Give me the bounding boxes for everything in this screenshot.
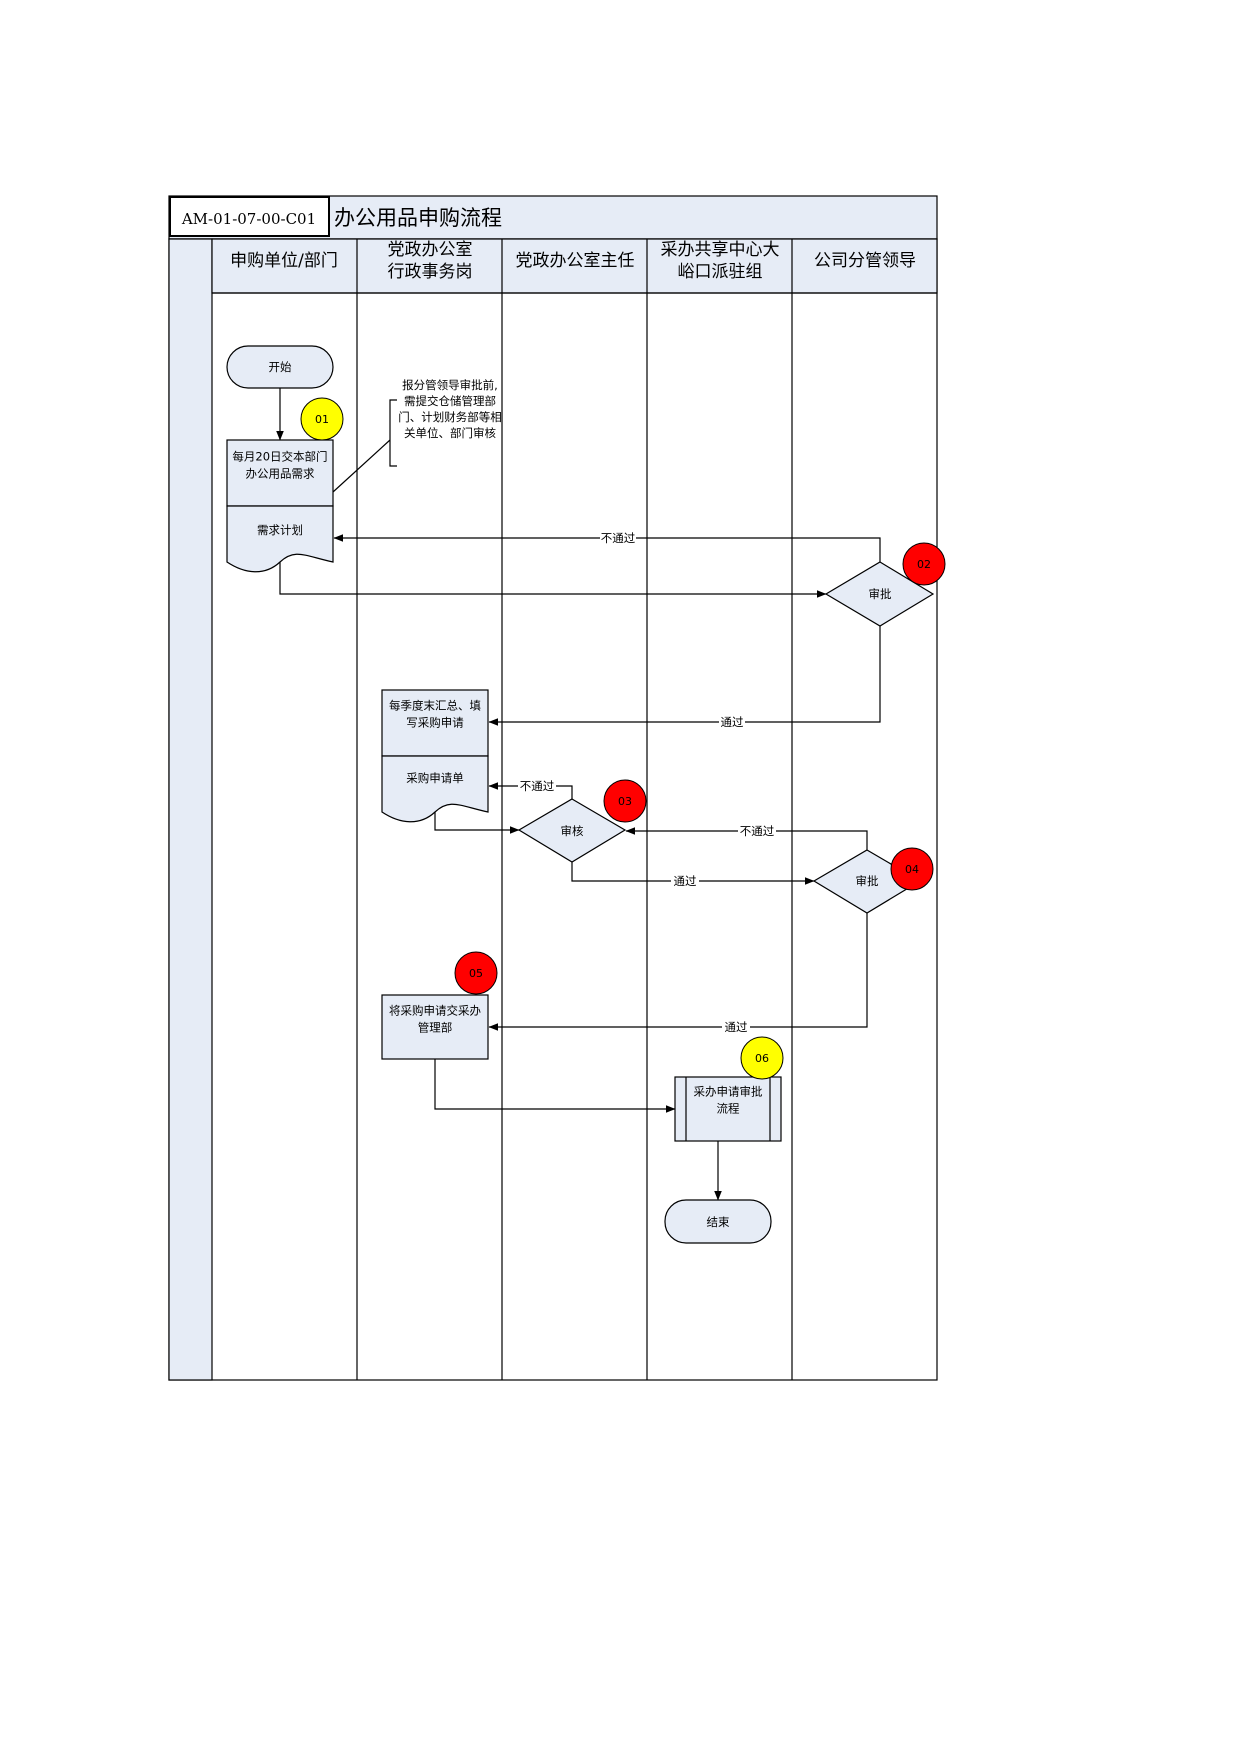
start-label: 开始 bbox=[269, 360, 292, 374]
label-pass-3: 通过 bbox=[725, 1020, 748, 1034]
demand-plan-document bbox=[226, 505, 334, 573]
svg-text:06: 06 bbox=[755, 1052, 769, 1065]
page-title: 办公用品申购流程 bbox=[334, 206, 502, 230]
edge-pass-to-summary bbox=[488, 626, 881, 726]
label-reject-3: 不通过 bbox=[740, 824, 775, 838]
procurement-subprocess-label: 采办申请审批流程 bbox=[694, 1085, 763, 1116]
lane-title-office-director: 党政办公室主任 bbox=[516, 251, 635, 271]
edge-plan-to-approve bbox=[279, 562, 827, 598]
svg-text:04: 04 bbox=[905, 863, 919, 876]
flowchart: AM-01-07-00-C01 办公用品申购流程 申购单位/部门 党政办公室行政… bbox=[168, 195, 946, 1381]
label-reject-1: 不通过 bbox=[601, 531, 636, 545]
step-badge-02: 02 bbox=[902, 542, 946, 586]
svg-text:01: 01 bbox=[315, 413, 329, 426]
lane-titles: 申购单位/部门 党政办公室行政事务岗 党政办公室主任 采办共享中心大峪口派驻组 … bbox=[230, 240, 916, 282]
submit-demand-process bbox=[226, 439, 334, 507]
label-pass-1: 通过 bbox=[721, 715, 744, 729]
connectors bbox=[276, 388, 881, 1201]
code-box bbox=[169, 196, 330, 237]
svg-text:05: 05 bbox=[469, 967, 483, 980]
label-pass-2: 通过 bbox=[674, 874, 697, 888]
edge-form-to-review bbox=[434, 812, 520, 834]
end-label: 结束 bbox=[707, 1215, 730, 1229]
edge-approve2-pass-to-submit bbox=[488, 913, 868, 1031]
quarterly-summary-label: 每季度末汇总、填写采购申请 bbox=[389, 699, 481, 730]
edge-reject-to-plan bbox=[333, 534, 881, 562]
edge-approve2-reject-to-review bbox=[625, 827, 868, 850]
side-band bbox=[168, 238, 213, 1381]
svg-text:02: 02 bbox=[917, 558, 931, 571]
step-badge-04: 04 bbox=[890, 847, 934, 891]
annotation-note: 报分管领导审批前,需提交仓储管理部门、计划财务部等相关单位、部门审核 bbox=[398, 378, 502, 440]
edge-annotation-leader bbox=[332, 439, 391, 493]
header: AM-01-07-00-C01 办公用品申购流程 bbox=[169, 196, 502, 237]
demand-plan-label: 需求计划 bbox=[257, 523, 303, 537]
quarterly-summary-process bbox=[381, 689, 489, 757]
purchase-form-document bbox=[381, 755, 489, 823]
lane-title-company-leader: 公司分管领导 bbox=[814, 251, 916, 271]
edge-labels: 不通过 通过 不通过 不通过 通过 通过 bbox=[518, 530, 776, 1035]
submit-demand-label: 每月20日交本部门办公用品需求 bbox=[232, 450, 327, 481]
edge-submit-to-subprocess bbox=[434, 1059, 676, 1113]
end-terminator bbox=[664, 1199, 772, 1244]
director-review-decision bbox=[517, 798, 627, 863]
director-review-label: 审核 bbox=[561, 824, 584, 838]
purchase-form-label: 采购申请单 bbox=[406, 771, 464, 785]
lane-header-band bbox=[211, 238, 938, 294]
step-badge-01: 01 bbox=[300, 397, 344, 441]
label-reject-2: 不通过 bbox=[520, 779, 555, 793]
procurement-subprocess bbox=[674, 1076, 782, 1142]
start-terminator bbox=[226, 345, 334, 389]
process-code: AM-01-07-00-C01 bbox=[181, 210, 316, 228]
edge-review-pass-to-approve bbox=[571, 862, 815, 885]
step-badges: 01 02 03 04 05 06 bbox=[300, 397, 946, 1080]
step-badge-06: 06 bbox=[740, 1036, 784, 1080]
step-badge-05: 05 bbox=[454, 951, 498, 995]
edge-review-reject-to-form bbox=[488, 782, 573, 799]
leader-approve-2-label: 审批 bbox=[856, 874, 879, 888]
svg-text:03: 03 bbox=[618, 795, 632, 808]
lane-title-requesting-dept: 申购单位/部门 bbox=[230, 251, 338, 271]
submit-procurement-process bbox=[381, 994, 489, 1060]
annotation-bracket bbox=[389, 399, 397, 467]
submit-procurement-label: 将采购申请交采办管理部 bbox=[389, 1004, 481, 1035]
step-badge-03: 03 bbox=[603, 779, 647, 823]
lane-title-procurement-center: 采办共享中心大峪口派驻组 bbox=[661, 240, 780, 282]
lane-title-admin-post: 党政办公室行政事务岗 bbox=[388, 240, 473, 282]
leader-approve-1-label: 审批 bbox=[869, 587, 892, 601]
